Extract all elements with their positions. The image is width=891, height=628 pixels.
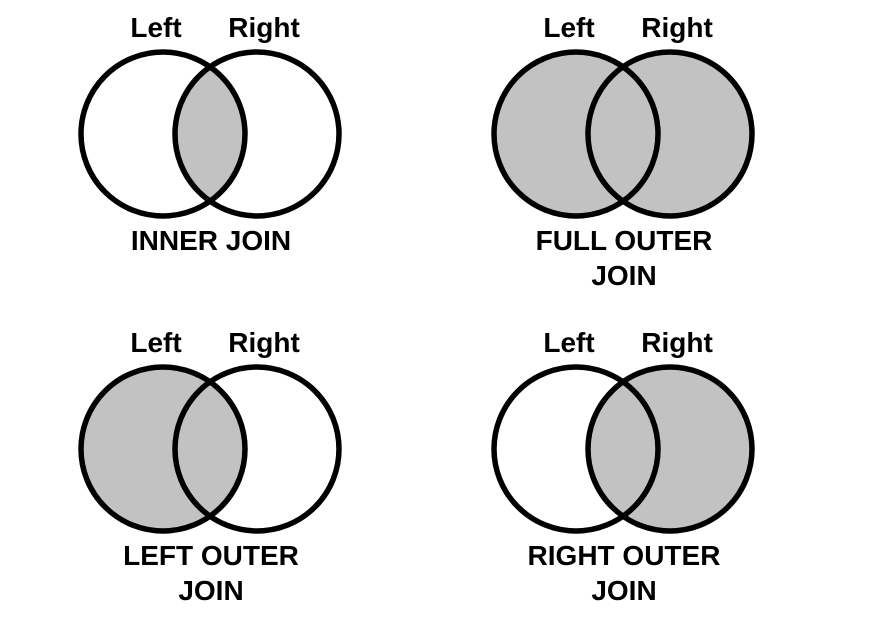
set-labels: Left Right	[489, 8, 759, 48]
venn-circles	[76, 48, 346, 220]
venn-circles	[489, 48, 759, 220]
venn-full-outer-join: Left Right FULL OUTER JOIN	[489, 8, 759, 293]
right-set-label: Right	[228, 12, 300, 43]
intersection-region	[174, 66, 246, 202]
right-set-label: Right	[641, 12, 713, 43]
right-circle-outline	[172, 49, 342, 219]
right-circle-outline	[585, 364, 755, 534]
right-circle-outline	[585, 49, 755, 219]
right-circle-fill	[588, 52, 752, 216]
left-set-label: Left	[130, 12, 182, 43]
set-labels: Left Right	[489, 323, 759, 363]
caption-line1: INNER JOIN	[130, 225, 292, 256]
caption-line1: RIGHT OUTER	[527, 540, 721, 571]
venn-right-outer-join: Left Right RIGHT OUTER JOIN	[489, 323, 759, 608]
join-caption: LEFT OUTER JOIN	[76, 538, 346, 608]
caption-line2: JOIN	[591, 575, 657, 606]
left-set-label: Left	[543, 327, 595, 358]
right-set-label: Right	[228, 327, 300, 358]
set-labels: Left Right	[76, 8, 346, 48]
left-circle-outline	[78, 49, 248, 219]
left-set-label: Left	[543, 12, 595, 43]
caption-line2: JOIN	[591, 260, 657, 291]
join-caption: RIGHT OUTER JOIN	[489, 538, 759, 608]
caption-line2: JOIN	[178, 575, 244, 606]
left-set-label: Left	[130, 327, 182, 358]
left-circle-fill	[81, 367, 245, 531]
right-circle-fill	[588, 367, 752, 531]
caption-line1: LEFT OUTER	[123, 540, 299, 571]
venn-inner-join: Left Right INNER JOIN	[76, 8, 346, 258]
left-circle-outline	[491, 49, 661, 219]
right-circle-outline	[172, 364, 342, 534]
left-circle-outline	[78, 364, 248, 534]
join-caption: INNER JOIN	[76, 223, 346, 258]
venn-circles	[76, 363, 346, 535]
left-circle-outline	[491, 364, 661, 534]
set-labels: Left Right	[76, 323, 346, 363]
right-set-label: Right	[641, 327, 713, 358]
join-caption: FULL OUTER JOIN	[489, 223, 759, 293]
caption-line1: FULL OUTER	[535, 225, 713, 256]
venn-circles	[489, 363, 759, 535]
venn-left-outer-join: Left Right LEFT OUTER JOIN	[76, 323, 346, 608]
